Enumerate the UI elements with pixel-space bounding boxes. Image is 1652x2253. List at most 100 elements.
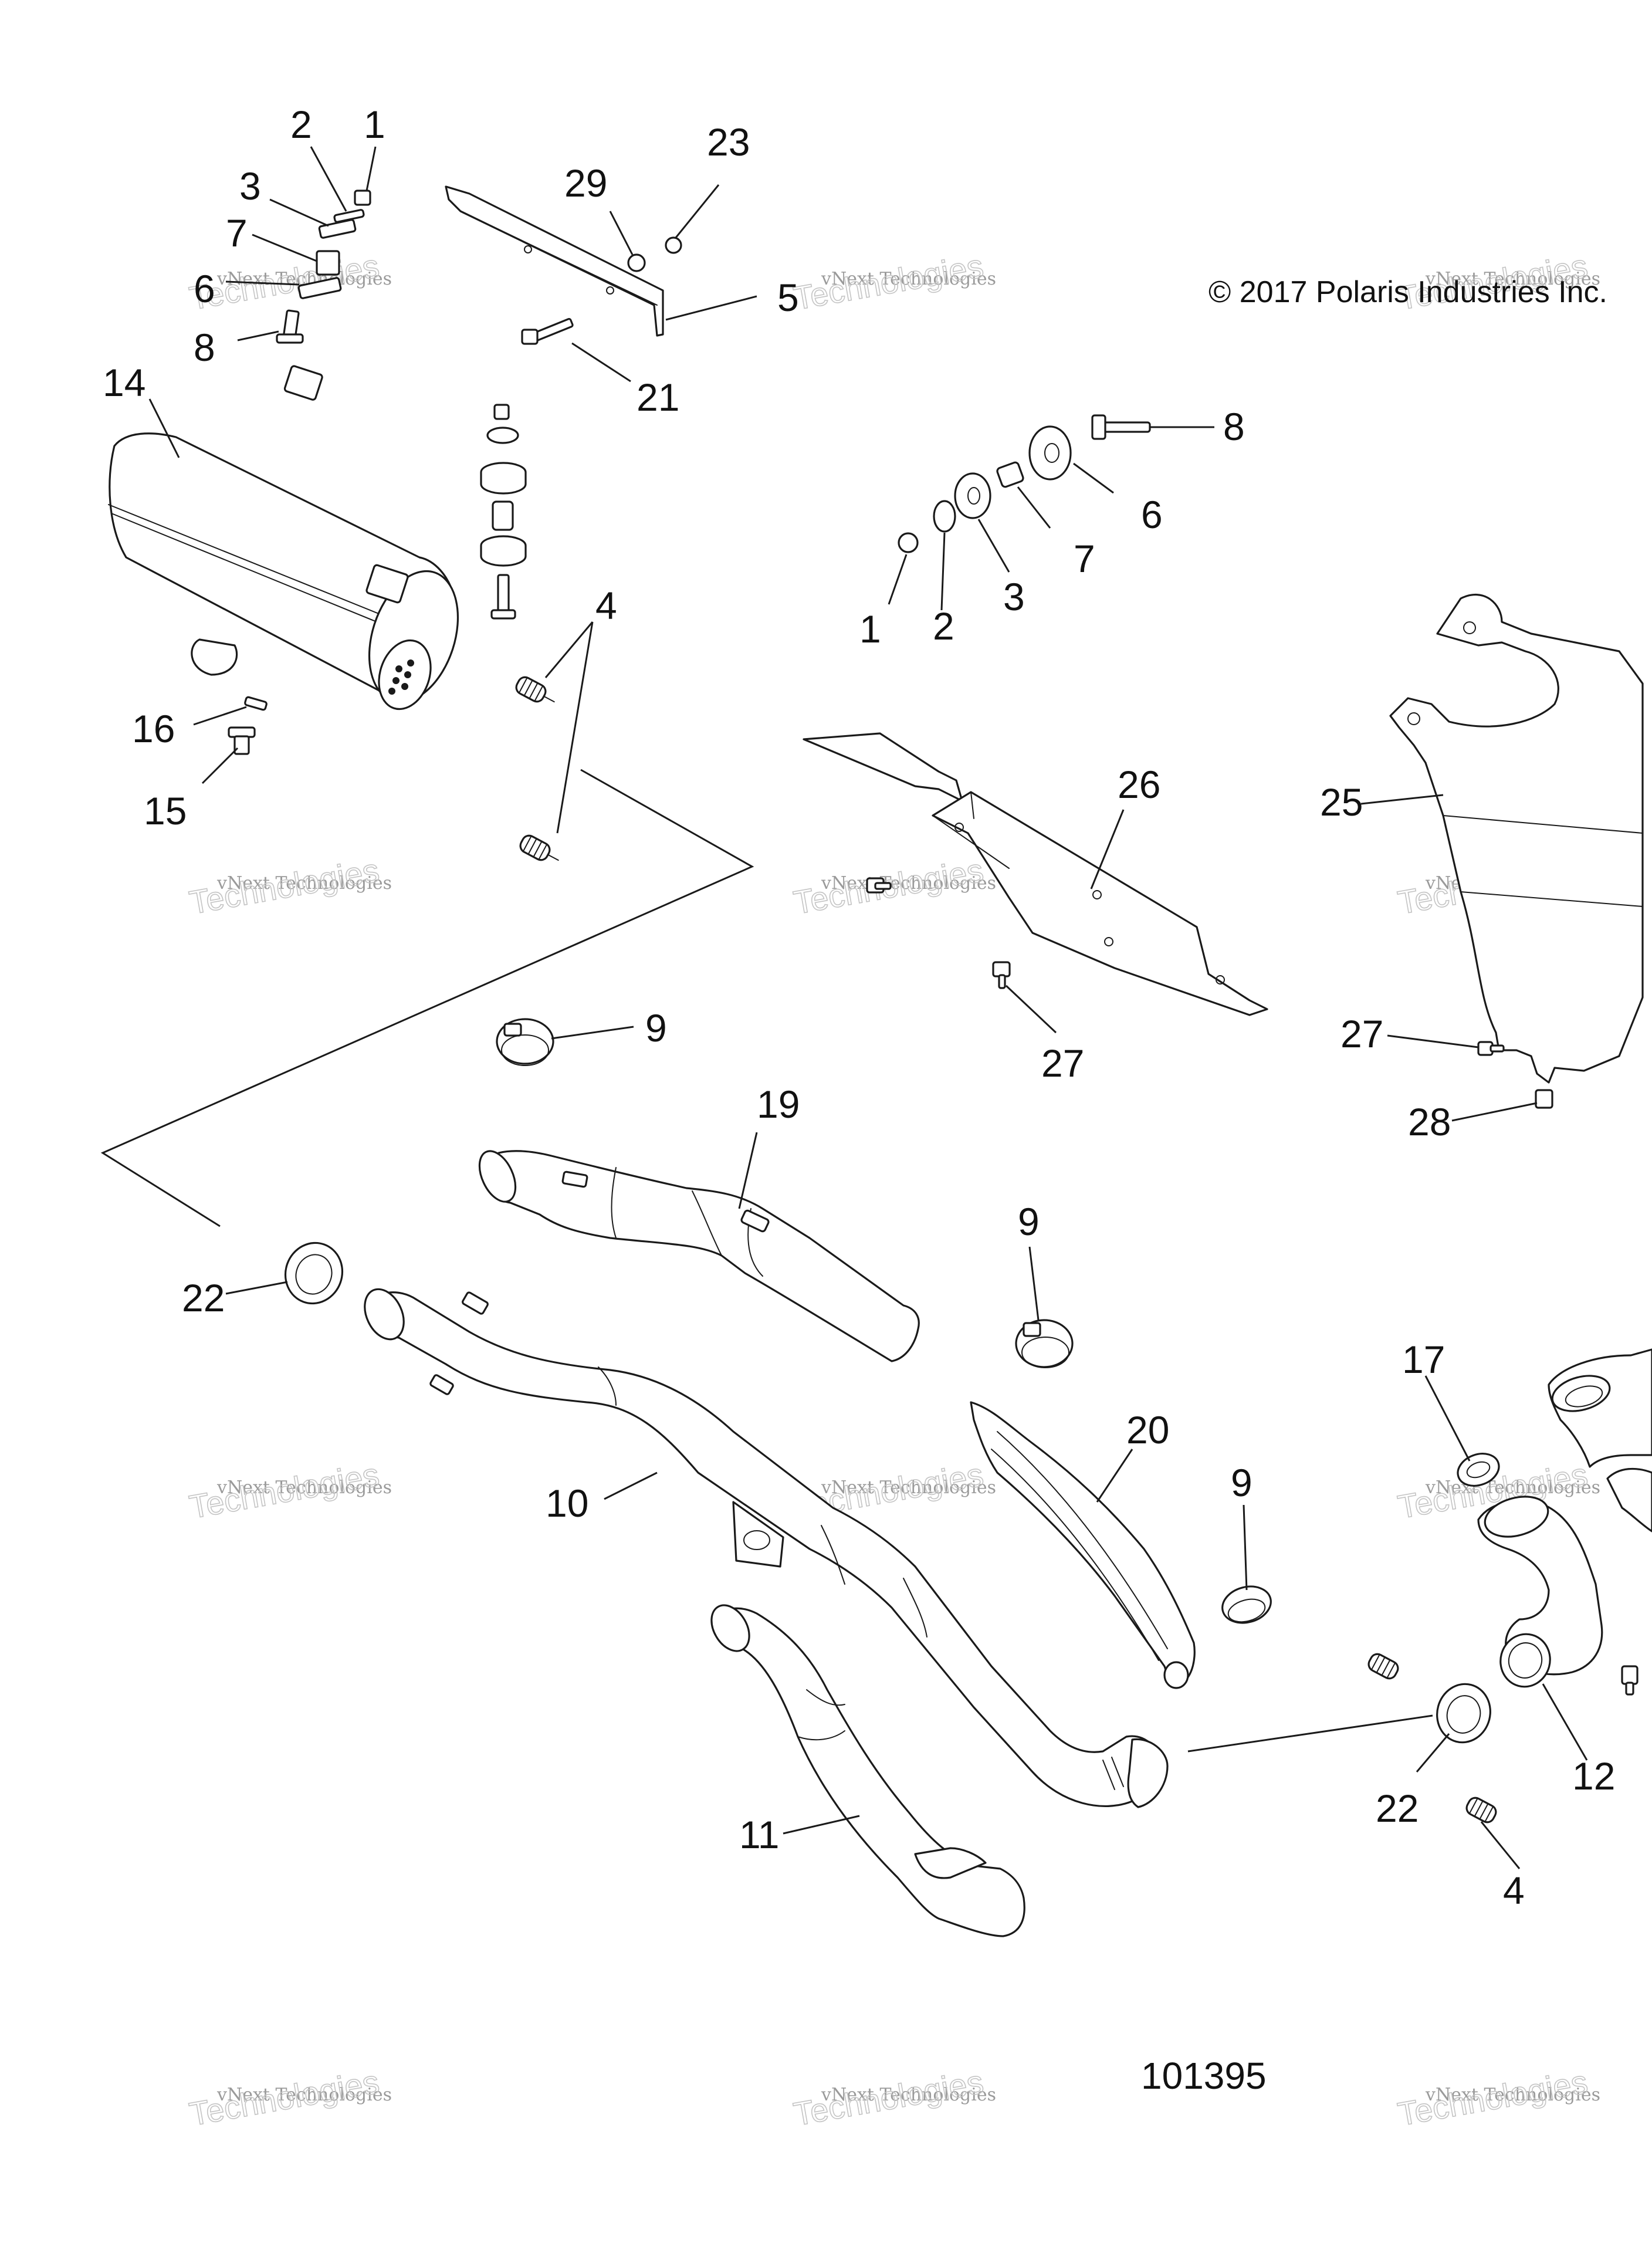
callout-12: 12 xyxy=(1572,1754,1615,1798)
callout-4: 4 xyxy=(595,584,617,627)
spacer-7-right xyxy=(996,461,1024,488)
nut-1-right xyxy=(898,532,919,553)
muffler-14 xyxy=(108,365,459,711)
watermark: vNext Technologies Technologies xyxy=(1394,2062,1600,2133)
drawing-reference-number: 101395 xyxy=(1141,2055,1267,2097)
screw-15 xyxy=(228,726,256,755)
spring-4-lower xyxy=(519,834,559,861)
watermark-text: vNext Technologies xyxy=(821,269,996,289)
callout-5: 5 xyxy=(777,276,799,319)
callout-27: 27 xyxy=(1041,1041,1084,1085)
grommet-center-bottom xyxy=(480,535,527,567)
heat-shield-26-flap xyxy=(803,732,963,802)
watermark: vNext Technologies Technologies xyxy=(790,851,996,921)
pin-16 xyxy=(244,696,268,711)
head-pipe-10-inlet xyxy=(364,1288,405,1341)
callout-26: 26 xyxy=(1118,763,1160,806)
elbow-pipe-12 xyxy=(1477,1496,1603,1688)
head-pipe-10 xyxy=(364,1288,1169,1808)
clamp-9-upper xyxy=(496,1018,554,1066)
watermark-text: vNext Technologies xyxy=(216,2085,392,2105)
mount-hardware-row-right xyxy=(898,414,1151,553)
muffler-14-inlet xyxy=(191,638,238,676)
bracket-5-body xyxy=(445,185,664,337)
callout-3: 3 xyxy=(1003,575,1025,618)
mount-hardware-stack-left xyxy=(276,190,371,344)
nut-12-right xyxy=(1621,1665,1639,1696)
mount-hardware-stack-center xyxy=(480,404,527,620)
watermark-outline-text: Technologies xyxy=(187,851,382,921)
callout-28: 28 xyxy=(1408,1100,1451,1144)
callout-2: 2 xyxy=(933,604,954,648)
watermark-text: vNext Technologies xyxy=(1425,269,1600,289)
spring-4-upper xyxy=(515,676,555,703)
callout-9: 9 xyxy=(1231,1461,1252,1504)
callout-19: 19 xyxy=(757,1082,800,1126)
watermark-text: vNext Technologies xyxy=(216,1477,392,1498)
pipe-11-inlet xyxy=(710,1604,750,1652)
pipe-shield-19-body xyxy=(483,1150,920,1362)
callout-29: 29 xyxy=(564,161,607,205)
spacer-7 xyxy=(316,250,340,276)
callout-2: 2 xyxy=(290,103,312,146)
watermark: vNext Technologies Technologies xyxy=(790,246,996,317)
watermark-text: vNext Technologies xyxy=(821,873,996,894)
callout-9: 9 xyxy=(1018,1200,1040,1243)
washer-center xyxy=(486,427,519,444)
gasket-17 xyxy=(1457,1453,1500,1487)
callout-21: 21 xyxy=(637,376,679,419)
pipe-shield-19 xyxy=(478,1150,920,1362)
callout-9: 9 xyxy=(645,1006,667,1050)
callout-27: 27 xyxy=(1340,1012,1383,1056)
screw-21 xyxy=(521,317,574,345)
spring-right-upper xyxy=(1367,1653,1399,1680)
screw-26-upper xyxy=(866,877,892,894)
bolt-center-head xyxy=(490,609,516,620)
watermark-text: vNext Technologies xyxy=(1425,1477,1600,1498)
bolt-8-right xyxy=(1102,421,1151,433)
clip-28 xyxy=(1535,1089,1553,1109)
callout-6: 6 xyxy=(194,267,215,310)
watermark: vNext Technologies Technologies xyxy=(790,2062,996,2133)
grommet-6 xyxy=(297,277,342,299)
watermark-text: vNext Technologies xyxy=(216,873,392,894)
nut-center xyxy=(493,404,510,420)
gasket-22-left xyxy=(284,1241,344,1305)
collector-lower xyxy=(1606,1467,1652,1533)
gasket-22-right xyxy=(1436,1683,1491,1744)
callout-8: 8 xyxy=(1223,405,1245,448)
callout-1: 1 xyxy=(859,607,881,651)
callout-22: 22 xyxy=(182,1276,225,1320)
callout-6: 6 xyxy=(1141,493,1163,536)
callout-10: 10 xyxy=(546,1481,588,1525)
screw-27-mid xyxy=(992,961,1011,989)
callout-17: 17 xyxy=(1402,1338,1445,1381)
watermark-outline-text: Technologies xyxy=(791,2063,986,2133)
callout-11: 11 xyxy=(739,1813,780,1856)
callout-4: 4 xyxy=(1503,1869,1525,1912)
bolt-8-head xyxy=(276,333,304,344)
pipe-shield-20-body xyxy=(970,1401,1196,1685)
head-pipe-10-flange xyxy=(1127,1738,1169,1808)
callout-labels: 1 2 3 7 6 8 14 16 15 29 23 5 21 4 8 6 7 … xyxy=(103,103,1615,1912)
callout-7: 7 xyxy=(1074,537,1095,580)
heat-shield-26 xyxy=(803,732,1268,1016)
watermark: vNext Technologies Technologies xyxy=(186,246,392,317)
callout-7: 7 xyxy=(226,211,248,255)
callout-15: 15 xyxy=(144,789,187,833)
watermark-text: vNext Technologies xyxy=(1425,2085,1600,2105)
copyright-text: © 2017 Polaris Industries Inc. xyxy=(1208,275,1607,309)
callout-16: 16 xyxy=(132,707,175,750)
nut-23 xyxy=(665,236,682,254)
washer-2-right xyxy=(933,500,956,533)
callout-23: 23 xyxy=(707,120,750,164)
heat-shield-25 xyxy=(1389,594,1644,1084)
spacer-center xyxy=(492,500,514,531)
head-pipe-10-bracket xyxy=(732,1501,784,1568)
spring-4-bottom-right xyxy=(1465,1797,1497,1824)
screw-27-right xyxy=(1477,1041,1505,1056)
watermark: vNext Technologies Technologies xyxy=(186,851,392,921)
watermark-text: vNext Technologies xyxy=(821,1477,996,1498)
